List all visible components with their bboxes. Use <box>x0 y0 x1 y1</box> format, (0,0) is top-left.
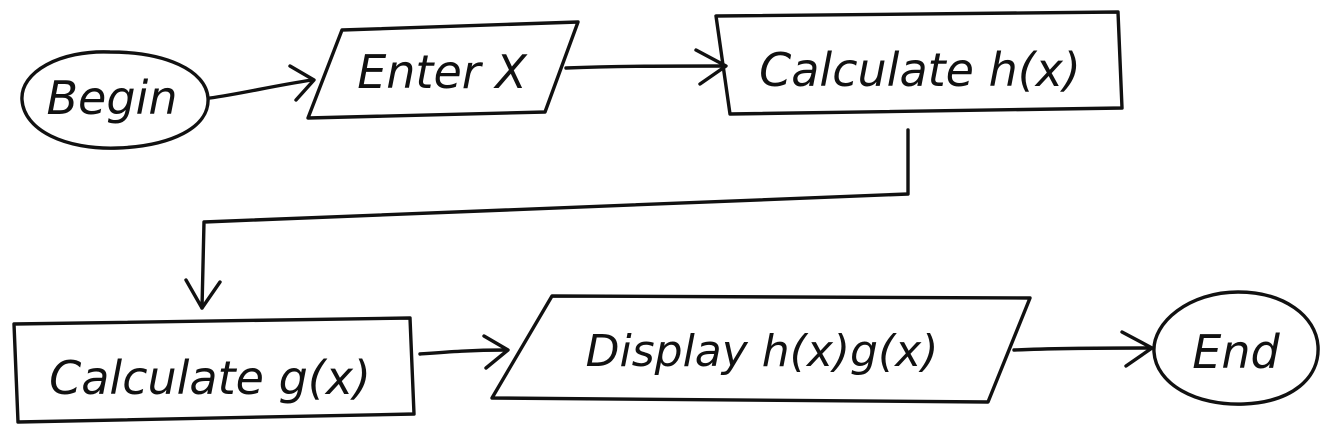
begin-node-label: Begin <box>47 71 178 125</box>
enter-node-label: Enter X <box>357 45 528 99</box>
edge-calc-h-to-calc-g-line <box>200 128 910 310</box>
display-node: Display h(x)g(x) <box>490 294 1032 404</box>
edge-enter-to-calc-h <box>564 48 728 86</box>
edge-begin-to-enter <box>208 64 316 102</box>
edge-enter-to-calc-h-arrowhead <box>694 48 728 86</box>
edge-begin-to-enter-arrowhead <box>288 64 316 102</box>
display-node-label: Display h(x)g(x) <box>586 326 939 377</box>
end-node: End <box>1152 290 1320 406</box>
edge-calc-h-to-calc-g-arrowhead <box>184 278 222 310</box>
calc-g-node: Calculate g(x) <box>12 316 416 424</box>
edge-display-to-end-arrowhead <box>1120 330 1154 368</box>
begin-node: Begin <box>20 50 210 150</box>
calc-h-node: Calculate h(x) <box>714 10 1124 116</box>
enter-node-shape <box>306 20 580 120</box>
edge-calc-h-to-calc-g <box>184 128 910 310</box>
edge-calc-g-to-display <box>418 334 510 370</box>
begin-node-shape <box>20 50 210 150</box>
calc-h-node-label: Calculate h(x) <box>759 43 1081 97</box>
calc-g-node-shape <box>12 316 416 424</box>
display-node-shape <box>490 294 1032 404</box>
edge-display-to-end <box>1012 330 1154 368</box>
edge-calc-g-to-display-line <box>418 348 508 356</box>
edge-begin-to-enter-line <box>208 78 314 100</box>
end-node-label: End <box>1192 325 1280 379</box>
enter-node: Enter X <box>306 20 580 120</box>
edge-enter-to-calc-h-line <box>564 64 726 70</box>
end-node-shape <box>1152 290 1320 406</box>
calc-g-node-label: Calculate g(x) <box>49 351 371 405</box>
edge-calc-g-to-display-arrowhead <box>482 334 510 370</box>
calc-h-node-shape <box>714 10 1124 116</box>
edge-display-to-end-line <box>1012 346 1152 352</box>
